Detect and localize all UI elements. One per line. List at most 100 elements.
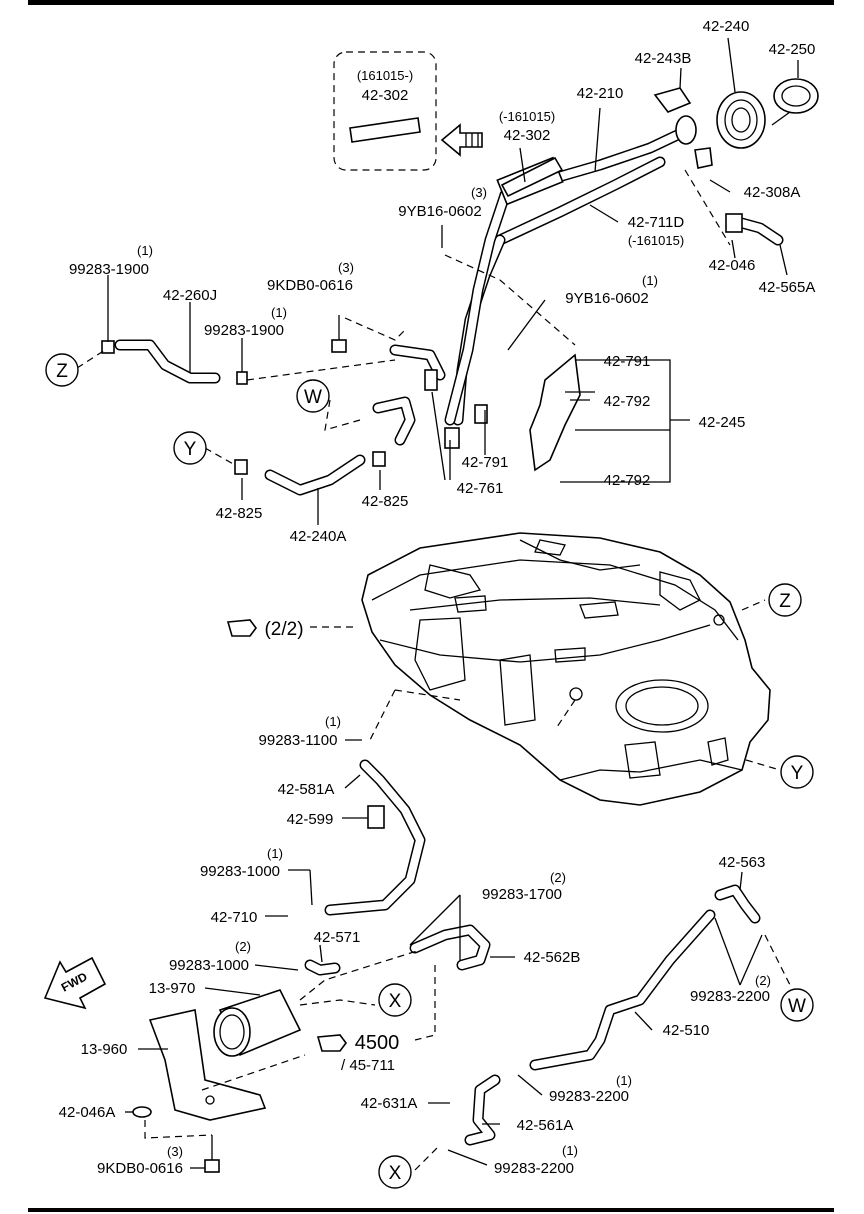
- label-42-563: 42-563: [719, 854, 766, 871]
- hose-42-260J: [101, 339, 248, 385]
- svg-text:Y: Y: [184, 439, 197, 460]
- label-99283-2200-a: 99283-2200: [690, 988, 770, 1005]
- svg-text:X: X: [389, 1163, 402, 1184]
- strip-42-302: [500, 156, 564, 198]
- label-qty-1e: (1): [267, 846, 283, 861]
- label-42-308A: 42-308A: [744, 184, 801, 201]
- svg-text:Z: Z: [779, 591, 791, 612]
- label-42-599: 42-599: [287, 811, 334, 828]
- label-42-825-b: 42-825: [362, 493, 409, 510]
- hose-42-581A: [324, 759, 426, 916]
- label-qty-3a: (3): [471, 185, 487, 200]
- svg-text:W: W: [304, 387, 322, 408]
- label-qty-1c: (1): [642, 273, 658, 288]
- label-42-825-a: 42-825: [216, 505, 263, 522]
- label-42-510: 42-510: [663, 1022, 710, 1039]
- label-42-260J: 42-260J: [163, 287, 217, 304]
- label-42-710: 42-710: [211, 909, 258, 926]
- pipe-center-assembly: [372, 344, 488, 449]
- label-42-791-b: 42-791: [462, 454, 509, 471]
- label-42-565A: 42-565A: [759, 279, 816, 296]
- bubble-y-right: Y: [780, 755, 814, 789]
- label-42-302: 42-302: [504, 127, 551, 144]
- label-42-250: 42-250: [769, 41, 816, 58]
- label-99283-2200-b: 99283-2200: [549, 1088, 629, 1105]
- label-42-210: 42-210: [577, 85, 624, 102]
- label-99283-1100: 99283-1100: [259, 732, 338, 749]
- label-ref-45711: / 45-711: [341, 1057, 395, 1074]
- svg-text:X: X: [389, 991, 402, 1012]
- hose-42-046: [725, 213, 784, 246]
- bubble-z-right: Z: [768, 583, 802, 617]
- label-qty-2b: (2): [550, 870, 566, 885]
- hose-42-562B: [409, 924, 491, 971]
- label-42-245: 42-245: [699, 414, 746, 431]
- fwd-arrow: FWD: [43, 956, 107, 1010]
- hand-icon-ref-4500: [316, 1034, 347, 1052]
- label-qty-1g: (1): [562, 1143, 578, 1158]
- dashed-connectors: [76, 169, 791, 1171]
- valve-42-599: [367, 805, 385, 829]
- bubble-w-upper: W: [296, 379, 330, 413]
- brackets-42-245: [560, 359, 690, 483]
- label-42-302-box: 42-302: [362, 87, 409, 104]
- label-13-970: 13-970: [149, 980, 196, 997]
- fuel-tank: [361, 532, 771, 806]
- label-99283-1900-a: 99283-1900: [69, 261, 149, 278]
- label-42-581A: 42-581A: [278, 781, 335, 798]
- hose-42-510: [529, 909, 716, 1071]
- bubble-x-mid: X: [378, 983, 412, 1017]
- clamp-42-243B: [653, 87, 692, 113]
- bubble-z-left: Z: [45, 353, 79, 387]
- label-qty-3c: (3): [167, 1144, 183, 1159]
- label-9YB16-0602-a: 9YB16-0602: [398, 203, 481, 220]
- label-42-243B: 42-243B: [635, 50, 692, 67]
- label-qty-1b: (1): [271, 305, 287, 320]
- filler-ring-42-240: [716, 91, 766, 149]
- callout-labels: (161015-) 42-302 (-161015) 42-302 42-243…: [59, 18, 816, 1177]
- label-99283-1700: 99283-1700: [482, 886, 562, 903]
- label-42-561A: 42-561A: [517, 1117, 574, 1134]
- hose-42-571: [304, 959, 341, 976]
- hose-42-563: [714, 884, 761, 924]
- top-rule: [28, 0, 834, 5]
- hand-icon-ref-22: [226, 619, 257, 637]
- strip-42-302-box: [349, 117, 421, 143]
- variant-box: [333, 51, 437, 171]
- label-42-711D-note: (-161015): [628, 233, 684, 248]
- label-42-791-a: 42-791: [604, 353, 651, 370]
- label-42-046A: 42-046A: [59, 1104, 116, 1121]
- label-ref-4500: 4500: [355, 1032, 400, 1054]
- label-42-792-a: 42-792: [604, 393, 651, 410]
- washer-42-046A: [132, 1106, 152, 1118]
- label-161015: (161015-): [357, 68, 413, 83]
- hose-42-561A: [464, 1074, 501, 1146]
- label-qty-2a: (2): [235, 939, 251, 954]
- label-m161015: (-161015): [499, 109, 555, 124]
- leader-lines: [107, 37, 799, 1169]
- protector-42-245: [529, 353, 581, 472]
- label-9KDB0-0616-b: 9KDB0-0616: [97, 1160, 183, 1177]
- bubble-w-lower: W: [780, 988, 814, 1022]
- bubble-x-bottom: X: [378, 1155, 412, 1189]
- label-13-960: 13-960: [81, 1041, 128, 1058]
- svg-text:Z: Z: [56, 361, 68, 382]
- label-qty-1a: (1): [137, 243, 153, 258]
- label-42-711D: 42-711D: [628, 214, 685, 231]
- canister-13-970: [213, 989, 302, 1057]
- bracket-13-960: [148, 1009, 267, 1121]
- svg-text:Y: Y: [791, 763, 804, 784]
- arrow-left-hollow: [440, 123, 483, 157]
- label-qty-1d: (1): [325, 714, 341, 729]
- label-qty-3b: (3): [338, 260, 354, 275]
- label-42-792-b: 42-792: [604, 472, 651, 489]
- label-42-571: 42-571: [314, 929, 361, 946]
- bolt-9KDB0-0616-upper: [331, 315, 347, 353]
- label-42-562B: 42-562B: [524, 949, 581, 966]
- label-99283-1900-b: 99283-1900: [204, 322, 284, 339]
- label-9YB16-0602-b: 9YB16-0602: [565, 290, 648, 307]
- bubble-y-left: Y: [173, 431, 207, 465]
- label-9KDB0-0616-a: 9KDB0-0616: [267, 277, 353, 294]
- label-42-240: 42-240: [703, 18, 750, 35]
